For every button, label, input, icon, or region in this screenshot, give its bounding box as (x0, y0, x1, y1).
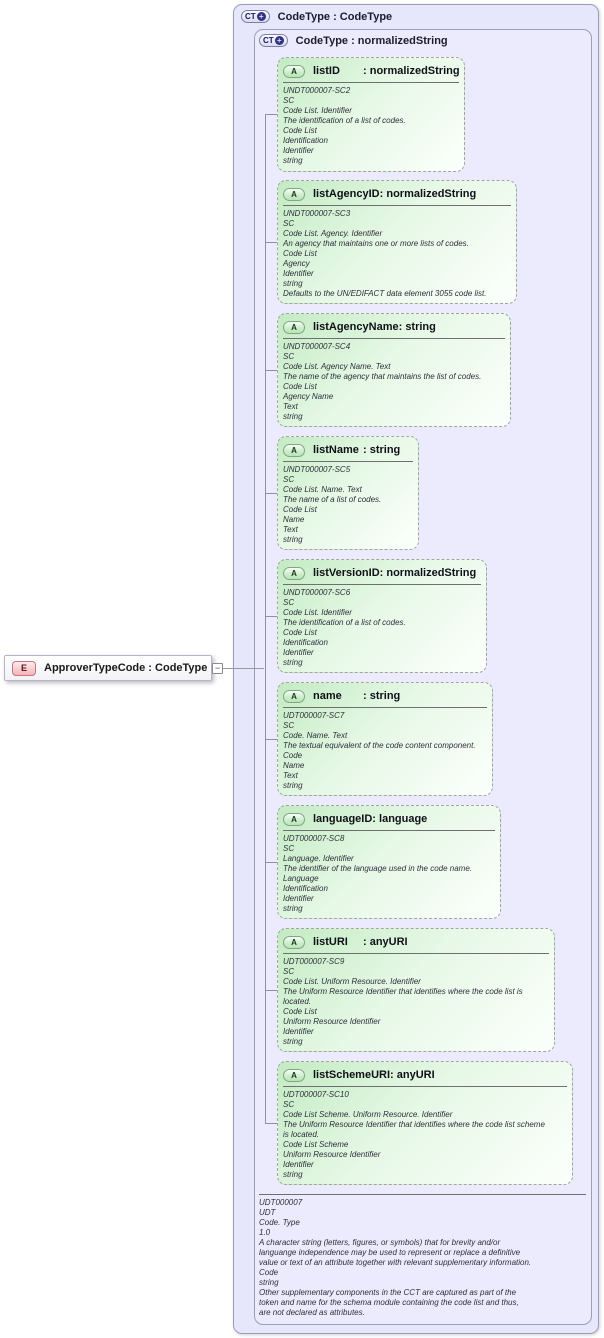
attribute-header: A listAgencyID : normalizedString (278, 181, 516, 202)
attribute-name: name (313, 690, 342, 702)
connector-stub (265, 862, 277, 863)
attribute-type: : language (372, 813, 428, 825)
attribute-type: : string (363, 690, 401, 702)
attribute-icon: A (283, 187, 305, 201)
complex-type-icon: CT+ (259, 34, 288, 47)
attribute-icon: A (283, 812, 305, 826)
outer-type-title: CT+ CodeType : CodeType (241, 10, 392, 23)
attribute-box-listagencyname[interactable]: A listAgencyName : string UNDT000007-SC4… (277, 313, 511, 427)
attribute-header: A listSchemeURI : anyURI (278, 1062, 572, 1083)
complex-type-icon: CT+ (241, 10, 270, 23)
attribute-type: : anyURI (390, 1069, 435, 1081)
attribute-icon: A (283, 689, 305, 703)
outer-type-label: CodeType : CodeType (277, 10, 393, 23)
attribute-header: A languageID : language (278, 806, 500, 827)
ct-icon-text: CT (263, 36, 274, 45)
attribute-name: listName (313, 444, 359, 456)
ct-icon-text: CT (245, 12, 256, 21)
attribute-header: A listURI : anyURI (278, 929, 554, 950)
separator (283, 338, 505, 339)
attribute-connector-spine (265, 114, 266, 1123)
attribute-type: : string (398, 321, 436, 333)
connector-stub (265, 616, 277, 617)
connector-stub (265, 242, 277, 243)
attribute-icon: A (283, 1068, 305, 1082)
attribute-type: : normalizedString (379, 567, 477, 579)
attribute-type: : anyURI (363, 936, 408, 948)
attribute-icon: A (283, 320, 305, 334)
attribute-header: A listID : normalizedString (278, 58, 464, 79)
complex-type-box-codetype: CT+ CodeType : CodeType CT+ CodeType : n… (233, 4, 599, 1334)
attribute-name: listSchemeURI (313, 1069, 391, 1081)
plus-icon: + (274, 36, 284, 45)
attribute-header: A listVersionID : normalizedString (278, 560, 486, 581)
attribute-icon: A (283, 566, 305, 580)
attribute-box-listid[interactable]: A listID : normalizedString UNDT000007-S… (277, 57, 465, 172)
separator (283, 953, 549, 954)
attribute-box-listagencyid[interactable]: A listAgencyID : normalizedString UNDT00… (277, 180, 517, 304)
attribute-header: A name : string (278, 683, 492, 704)
attribute-box-listversionid[interactable]: A listVersionID : normalizedString UNDT0… (277, 559, 487, 673)
connector-stub (265, 990, 277, 991)
inner-type-label: CodeType : normalizedString (295, 34, 448, 47)
attribute-name: listAgencyName (313, 321, 399, 333)
attribute-name: listVersionID (313, 567, 380, 579)
separator (283, 830, 495, 831)
plus-icon: + (256, 12, 266, 21)
attribute-icon: A (283, 935, 305, 949)
attribute-type: : normalizedString (379, 188, 477, 200)
attribute-header: A listAgencyName : string (278, 314, 510, 335)
attribute-name: listAgencyID (313, 188, 380, 200)
connector-stub (265, 370, 277, 371)
connector-stub (265, 739, 277, 740)
attribute-header: A listName : string (278, 437, 418, 458)
attribute-name: listID (313, 65, 340, 77)
connector-stub (265, 114, 277, 115)
element-label: ApproverTypeCode : CodeType (44, 662, 208, 674)
complex-type-box-normalizedstring: CT+ CodeType : normalizedString A listID… (254, 29, 592, 1325)
separator (283, 205, 511, 206)
attribute-name: languageID (313, 813, 373, 825)
attribute-icon: A (283, 64, 305, 78)
inner-type-title: CT+ CodeType : normalizedString (259, 34, 448, 47)
separator (283, 1086, 567, 1087)
separator (283, 82, 459, 83)
attribute-icon: A (283, 443, 305, 457)
element-approvertypecode[interactable]: E ApproverTypeCode : CodeType (4, 655, 212, 681)
connector-stub (265, 493, 277, 494)
separator (283, 584, 481, 585)
element-icon: E (12, 660, 36, 676)
connector-stub (265, 1123, 277, 1124)
separator (283, 707, 487, 708)
separator (283, 461, 413, 462)
attribute-name: listURI (313, 936, 348, 948)
collapse-toggle[interactable]: − (212, 663, 223, 674)
connector-line (223, 668, 264, 669)
attribute-type: : string (363, 444, 401, 456)
attribute-type: : normalizedString (363, 65, 460, 77)
